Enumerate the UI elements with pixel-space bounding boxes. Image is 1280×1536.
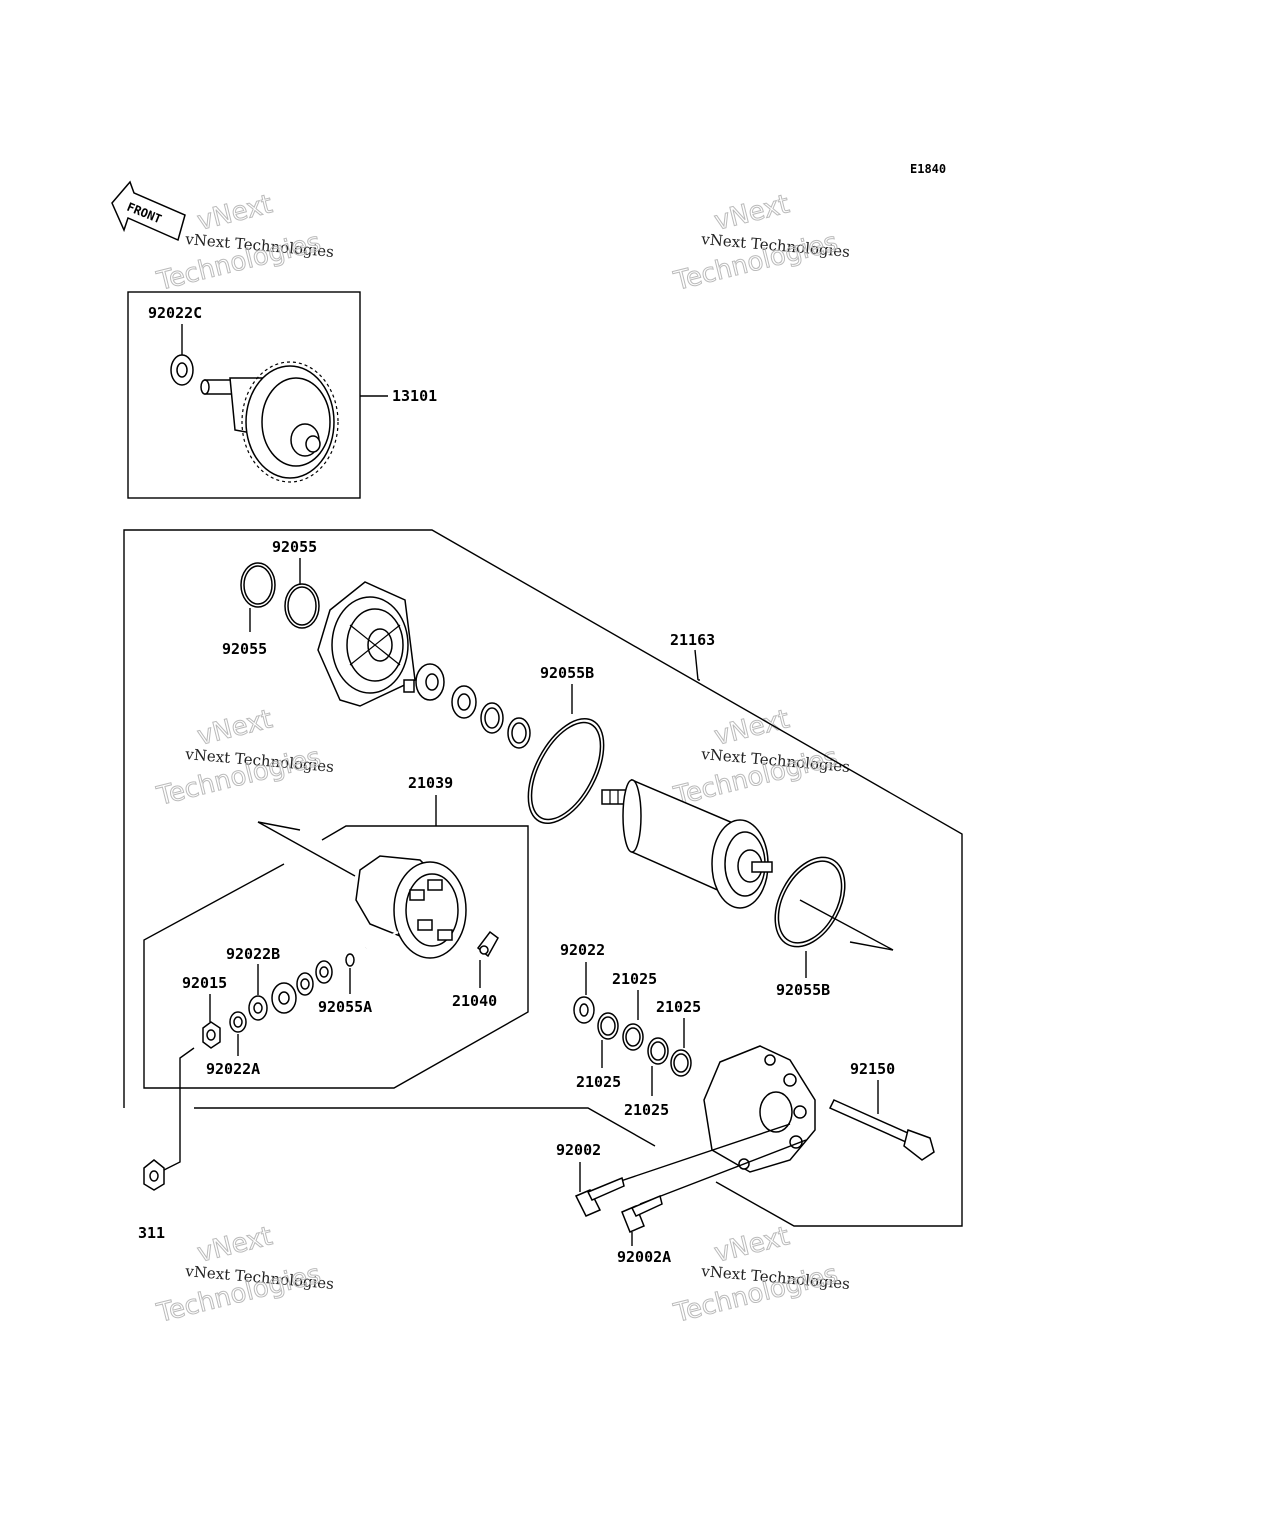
shim-21025-4-icon: [670, 1049, 692, 1077]
o-ring-92055-b-icon: [284, 583, 320, 629]
svg-text:vNext: vNext: [711, 1221, 792, 1268]
nut-311-icon: [143, 1159, 165, 1191]
starter-assembly-outline: [123, 529, 963, 1227]
washer-92022B-icon: [248, 995, 268, 1021]
label-21025-d: 21025: [624, 1101, 669, 1119]
bolt-92002A-icon: [621, 1194, 663, 1233]
label-92150: 92150: [850, 1060, 895, 1078]
label-21025-b: 21025: [656, 998, 701, 1016]
shim-21025-2-icon: [622, 1023, 644, 1051]
brush-holder-plate-icon: [355, 855, 467, 959]
o-ring-92055B-top-icon: [527, 717, 605, 825]
shim-21025-3-icon: [647, 1037, 669, 1065]
washer-2-icon: [480, 702, 504, 734]
washer-92022C-icon: [170, 354, 194, 386]
watermark-mid-left: vNext vNext Technologies Technologies: [153, 704, 335, 813]
label-21039: 21039: [408, 774, 453, 792]
washer-small-1-icon: [296, 972, 314, 996]
bolt-92150-icon: [828, 1099, 935, 1161]
label-92022C: 92022C: [148, 304, 202, 322]
label-92022: 92022: [560, 941, 605, 959]
label-311: 311: [138, 1224, 165, 1242]
label-92055A: 92055A: [318, 998, 372, 1016]
insulator-washer-icon: [271, 982, 297, 1014]
washer-92022A-icon: [229, 1011, 247, 1033]
o-ring-92055B-bottom-icon: [774, 856, 846, 948]
label-92055B-bottom: 92055B: [776, 981, 830, 999]
watermark-top-right: vNext vNext Technologies Technologies: [670, 189, 851, 298]
label-13101: 13101: [392, 387, 437, 405]
label-92015: 92015: [182, 974, 227, 992]
washer-small-2-icon: [315, 960, 333, 984]
svg-text:vNext: vNext: [711, 704, 792, 751]
shim-21025-1-icon: [597, 1012, 619, 1040]
label-92055-bottom: 92055: [222, 640, 267, 658]
svg-text:vNext: vNext: [194, 704, 275, 751]
nut-92015-icon: [202, 1021, 221, 1049]
watermark-mid-right: vNext vNext Technologies Technologies: [670, 704, 851, 813]
starter-clutch-box: [127, 291, 361, 499]
front-arrow-icon: FRONT: [111, 180, 186, 242]
watermark-top-left: vNext vNext Technologies Technologies: [153, 189, 335, 298]
brush-holder-box: [143, 825, 529, 1089]
label-92022A: 92022A: [206, 1060, 260, 1078]
lock-washer-icon: [403, 663, 445, 701]
diagram-code: E1840: [910, 162, 946, 176]
o-ring-92055A-icon: [345, 953, 355, 967]
starter-clutch-gear-icon: [200, 361, 339, 483]
svg-text:vNext: vNext: [711, 189, 792, 236]
svg-text:vNext: vNext: [194, 189, 275, 236]
label-21025-c: 21025: [576, 1073, 621, 1091]
front-cover-icon: [317, 581, 416, 707]
label-92055-top: 92055: [272, 538, 317, 556]
o-ring-92055-a-icon: [240, 562, 276, 608]
washer-3-icon: [507, 717, 531, 749]
terminal-bolt-icon: [365, 931, 399, 949]
label-92055B-top: 92055B: [540, 664, 594, 682]
label-21040: 21040: [452, 992, 497, 1010]
watermark-bottom-right: vNext vNext Technologies Technologies: [670, 1221, 851, 1330]
label-92022B: 92022B: [226, 945, 280, 963]
washer-1-icon: [451, 685, 477, 719]
label-92002A: 92002A: [617, 1248, 671, 1266]
label-21163: 21163: [670, 631, 715, 649]
label-21025-a: 21025: [612, 970, 657, 988]
label-92002: 92002: [556, 1141, 601, 1159]
svg-text:vNext: vNext: [194, 1221, 275, 1268]
brush-spring-21040-icon: [476, 930, 499, 958]
rear-cover-icon: [703, 1045, 816, 1173]
watermark-bottom-left: vNext vNext Technologies Technologies: [153, 1221, 335, 1330]
motor-yoke-icon: [601, 778, 773, 909]
washer-92022-icon: [573, 996, 595, 1024]
bolt-92002-icon: [574, 1176, 625, 1217]
